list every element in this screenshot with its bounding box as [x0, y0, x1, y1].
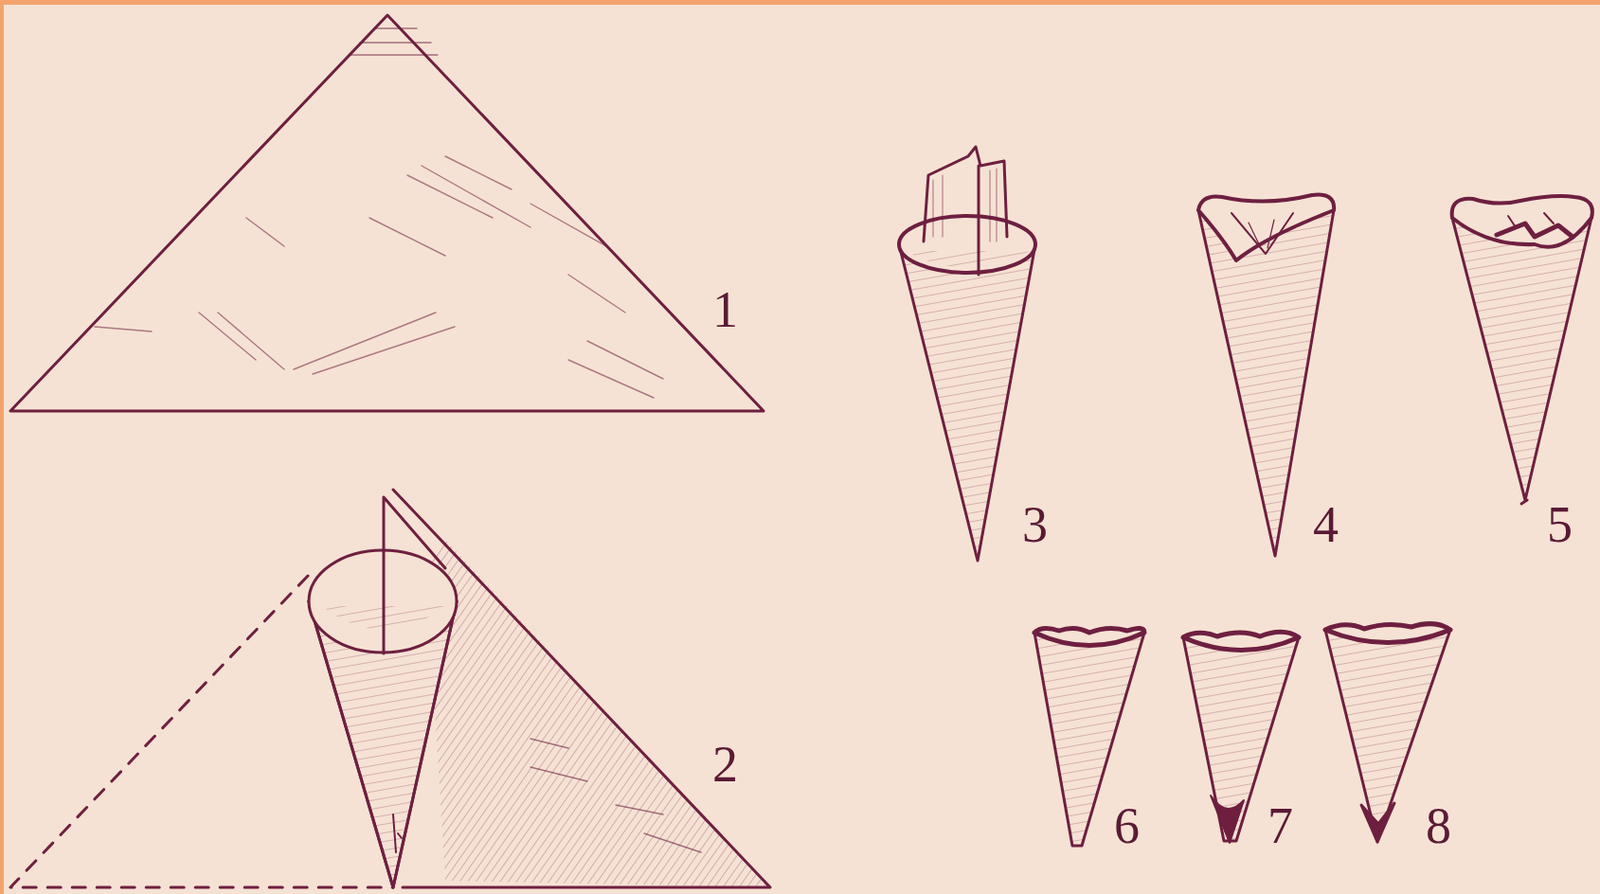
callout-number: 5	[1546, 499, 1573, 551]
callout-number: 2	[712, 738, 738, 791]
callout-number: 4	[1312, 499, 1339, 551]
callout-number: 6	[1114, 800, 1140, 852]
callout-number: 3	[1022, 499, 1048, 551]
callout-number: 8	[1425, 800, 1452, 852]
callout-number: 1	[712, 284, 738, 336]
callout-number: 7	[1267, 800, 1294, 852]
